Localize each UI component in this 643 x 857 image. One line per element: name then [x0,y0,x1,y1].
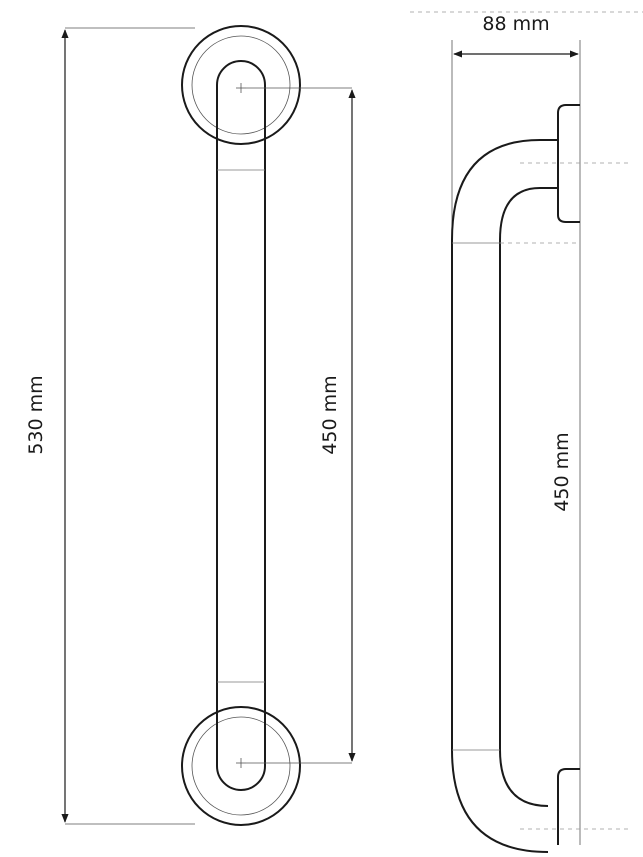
side-view: 88 mm 450 mm [410,11,643,853]
bottom-flange-side [557,768,580,845]
dimension-label-450-side: 450 mm [551,432,573,511]
top-flange [181,25,301,145]
bar-profile-outer [451,139,558,853]
dimension-total-length: 530 mm [25,27,195,825]
dimension-center-distance-front: 450 mm [246,87,356,764]
center-mark-bottom [236,758,246,768]
bar-body [216,60,266,791]
bottom-flange [181,706,301,826]
dimension-label-450-front: 450 mm [319,375,341,454]
dimension-depth: 88 mm [451,13,581,240]
dimension-label-88: 88 mm [482,13,549,35]
front-view: 530 mm 450 mm [25,25,356,826]
center-mark-top [236,83,246,93]
dimension-label-530: 530 mm [25,375,47,454]
top-flange-side [557,104,580,223]
bar-profile-inner [499,187,558,807]
